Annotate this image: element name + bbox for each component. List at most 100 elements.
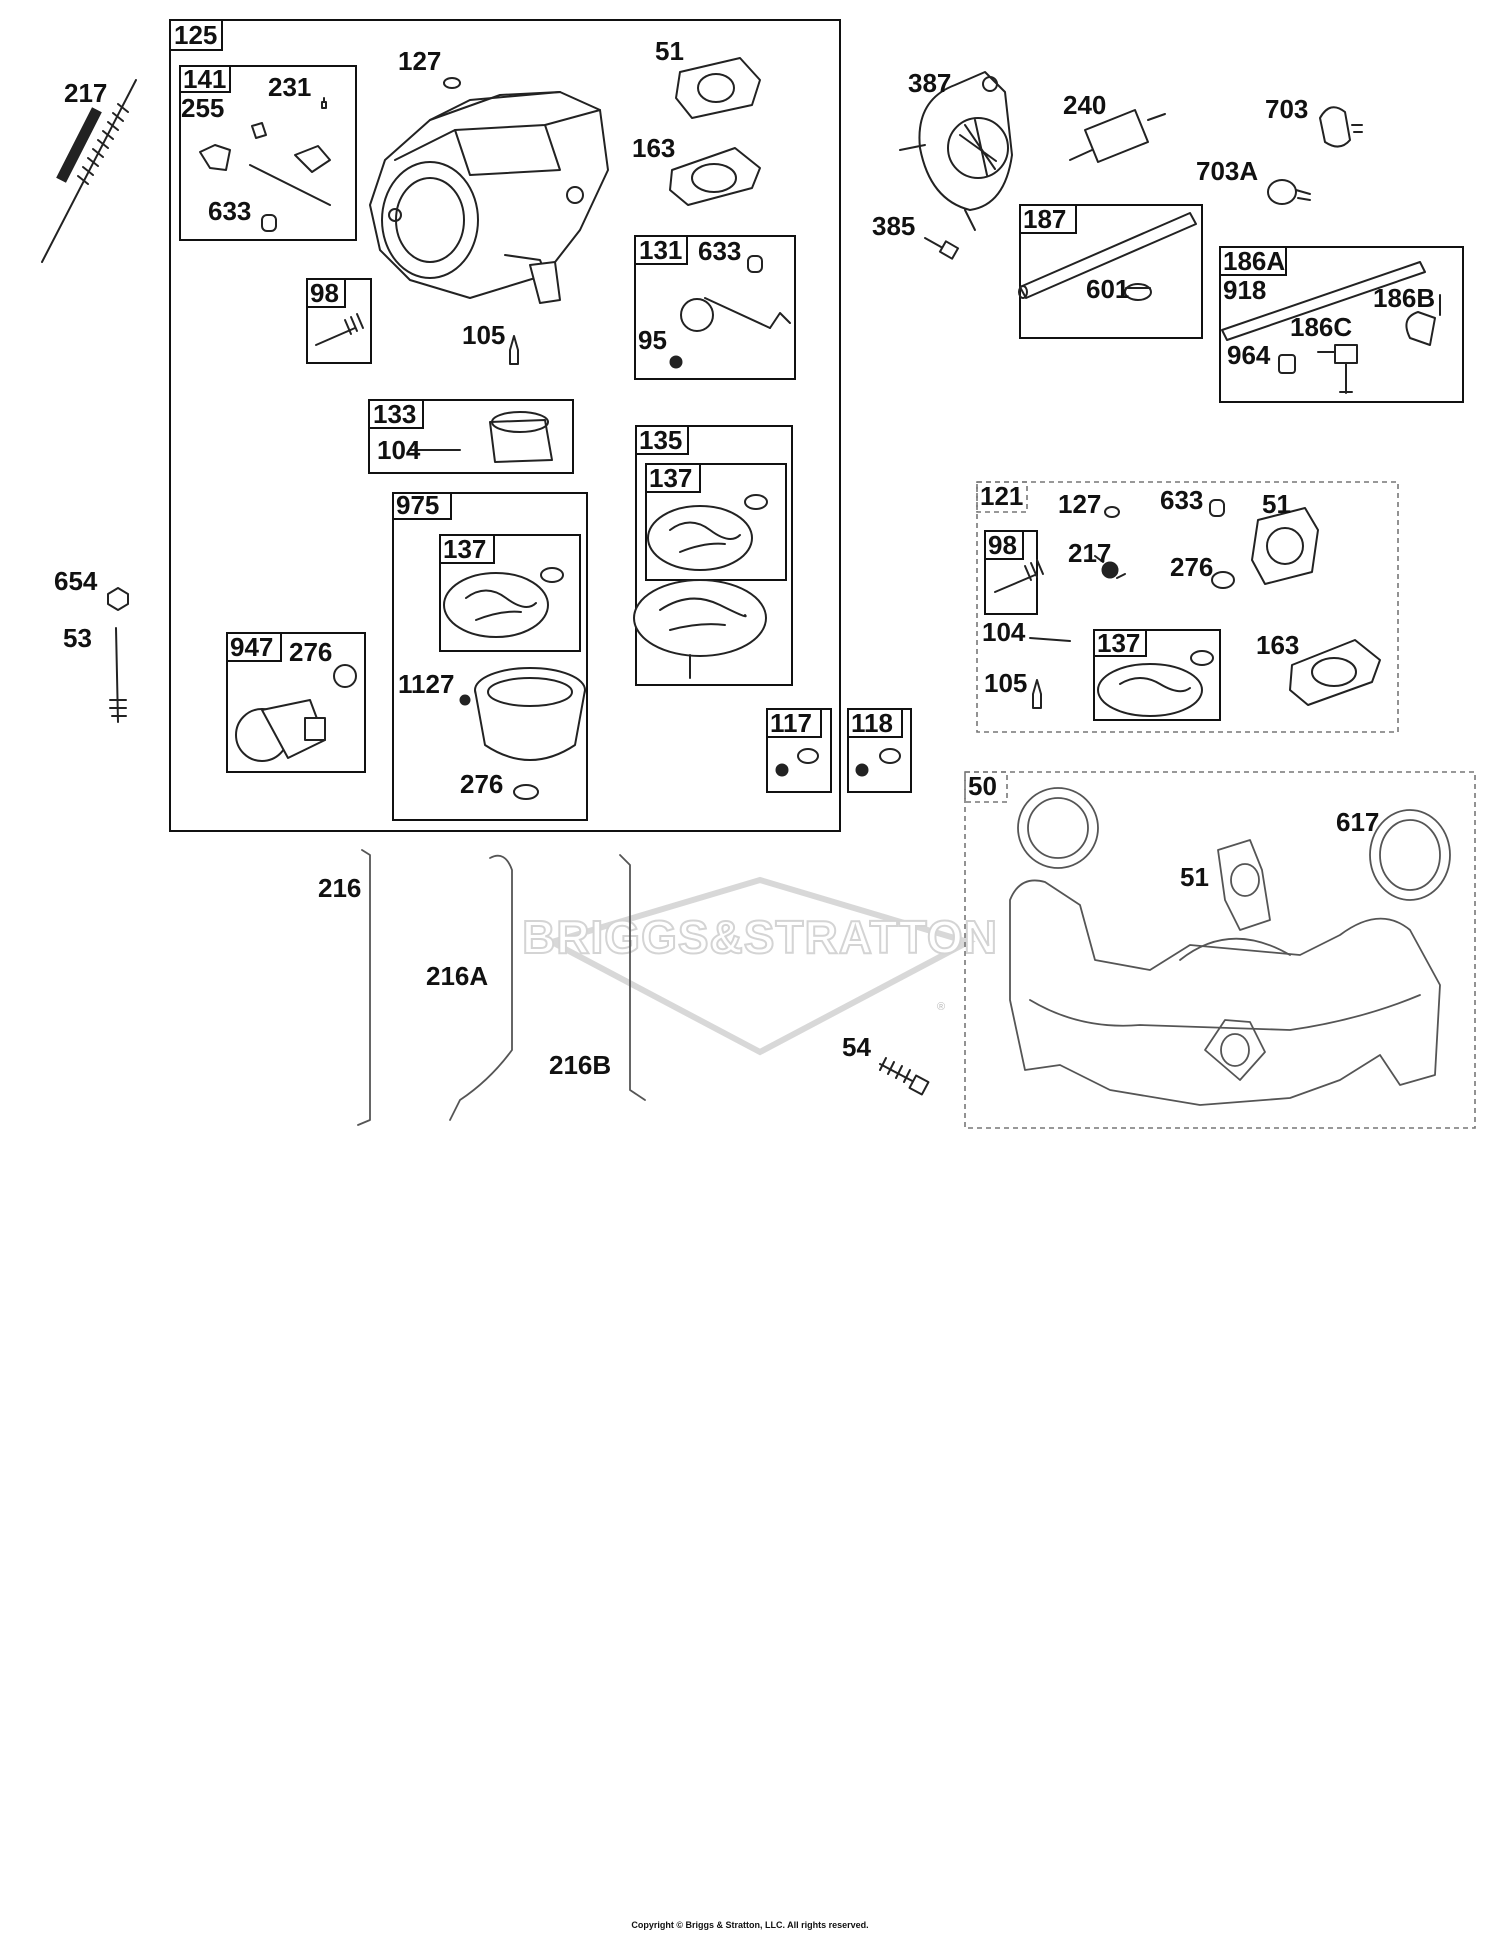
part-217-governor-spring (41, 79, 137, 263)
callout-617: 617 (1336, 807, 1379, 837)
callout-98-b: 98 (988, 530, 1017, 560)
part-141-throttle-shaft-kit (199, 97, 331, 232)
callout-918: 918 (1223, 275, 1266, 305)
callout-118: 118 (851, 708, 893, 738)
tag-137-c (1093, 629, 1147, 657)
tag-98-a (306, 278, 346, 308)
part-703-hose-clamp (1319, 106, 1363, 148)
kit-box-141 (179, 65, 357, 241)
tag-137-b (439, 534, 495, 564)
kit-box-186A (1219, 246, 1464, 403)
tag-98-b (984, 530, 1024, 560)
part-54-bolt (879, 1057, 930, 1096)
part-947-fuel-solenoid (235, 664, 357, 762)
callout-217-a: 217 (64, 78, 107, 108)
part-98-idle-screw-b (994, 559, 1044, 593)
callout-276-c: 276 (1170, 552, 1213, 582)
part-240-fuel-filter (1069, 109, 1166, 163)
part-53-stud (109, 627, 127, 723)
callout-385: 385 (872, 211, 915, 241)
callout-53: 53 (63, 623, 92, 653)
part-137-gasket-set-a (647, 494, 768, 571)
tag-187 (1019, 204, 1077, 234)
tag-121 (976, 481, 1028, 513)
watermark-brand: BRIGGS&STRATTON (522, 911, 998, 963)
part-163-gasket-b (1289, 639, 1381, 706)
callout-105-a: 105 (462, 320, 505, 350)
part-387-fuel-pump (899, 71, 1013, 231)
part-117-jet-kit (775, 748, 819, 777)
callout-216: 216 (318, 873, 361, 903)
callout-947: 947 (230, 632, 273, 662)
callout-54: 54 (842, 1032, 871, 1062)
watermark-registered-mark: ® (937, 1001, 945, 1013)
tag-117 (766, 708, 822, 738)
watermark-diamond (544, 876, 976, 1056)
callout-127-a: 127 (398, 46, 441, 76)
part-118-jet-kit (855, 748, 901, 777)
copyright-footer: Copyright © Briggs & Stratton, LLC. All … (631, 1920, 869, 1930)
tag-50 (964, 771, 1008, 803)
callout-387: 387 (908, 68, 951, 98)
callout-187: 187 (1023, 204, 1066, 234)
callout-964: 964 (1227, 340, 1271, 370)
callout-131: 131 (639, 235, 682, 265)
part-163-gasket-a (669, 147, 761, 206)
part-918-fuel-line (1221, 261, 1426, 341)
callout-186C: 186C (1290, 312, 1352, 342)
callout-104-a: 104 (377, 435, 421, 465)
part-51-gasket-a (675, 57, 761, 119)
callout-276-a: 276 (460, 769, 503, 799)
callout-121: 121 (980, 481, 1023, 511)
part-137-gasket-set-c (1097, 650, 1214, 717)
callout-633-c: 633 (1160, 485, 1203, 515)
callout-117: 117 (770, 708, 812, 738)
callout-601: 601 (1086, 274, 1129, 304)
callout-703A: 703A (1196, 156, 1258, 186)
tag-135 (635, 425, 689, 455)
callout-labels: 125 141 127 51 217 231 255 633 163 131 6… (54, 20, 1435, 1080)
callout-163-b: 163 (1256, 630, 1299, 660)
part-216B-governor-link (619, 854, 646, 1101)
callout-1127: 1127 (398, 669, 454, 699)
callout-127-b: 127 (1058, 489, 1101, 519)
part-186B-fitting (1405, 294, 1441, 346)
kit-box-121 (976, 481, 1399, 733)
part-50-intake-manifold-kit (1009, 787, 1451, 1106)
part-carburetor-body (369, 91, 609, 304)
part-51-gasket-c (1217, 839, 1271, 931)
kit-box-947 (226, 632, 366, 773)
part-654-nut (107, 587, 129, 611)
kit-box-137-b (439, 534, 581, 652)
callout-163-a: 163 (632, 133, 675, 163)
part-617-o-ring-left (1017, 787, 1099, 869)
callout-276-b: 276 (289, 637, 332, 667)
tag-947 (226, 632, 282, 662)
callout-137-b: 137 (443, 534, 486, 564)
callout-703: 703 (1265, 94, 1308, 124)
callout-217-b: 217 (1068, 538, 1111, 568)
part-105-needle-b (1032, 679, 1042, 709)
tag-125 (169, 19, 223, 51)
callout-633-b: 633 (698, 236, 741, 266)
callout-186B: 186B (1373, 283, 1435, 313)
tag-186A (1219, 246, 1287, 276)
callout-186A: 186A (1223, 246, 1285, 276)
callout-105-b: 105 (984, 668, 1027, 698)
kit-box-50 (964, 771, 1476, 1129)
callout-240: 240 (1063, 90, 1106, 120)
callout-255: 255 (181, 93, 224, 123)
callout-133: 133 (373, 399, 416, 429)
tag-137-a (645, 463, 701, 493)
callout-633-a: 633 (208, 196, 251, 226)
part-intake-manifold (1009, 879, 1441, 1106)
callout-216A: 216A (426, 961, 488, 991)
part-127-o-ring-a (443, 77, 461, 89)
kit-box-975 (392, 492, 588, 821)
part-975-fuel-bowl (459, 667, 586, 800)
kit-box-137-a (645, 463, 787, 581)
kit-box-125 (169, 19, 841, 832)
part-617-o-ring-right (1369, 809, 1451, 901)
tag-131 (634, 235, 688, 265)
